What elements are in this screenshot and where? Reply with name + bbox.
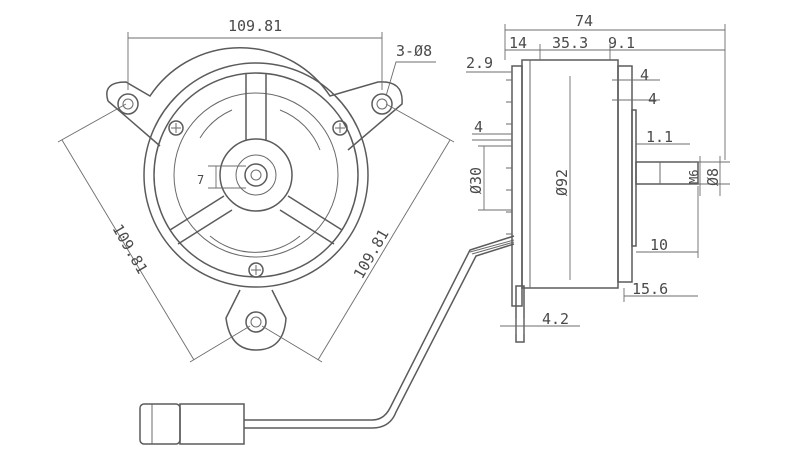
right-span-label: 109.81 (350, 226, 393, 282)
step-c-label: 4 (474, 118, 483, 136)
rear-board (511, 65, 523, 307)
top-span-label: 109.81 (228, 17, 282, 35)
mount-hole-label: 3-Ø8 (396, 42, 432, 60)
mount-hole-left (117, 93, 139, 115)
screw-top-right (332, 120, 348, 136)
housing-rim (153, 72, 359, 278)
len-front-label: 9.1 (608, 34, 635, 52)
hub-outer (219, 138, 293, 212)
spoke-left (169, 195, 233, 245)
left-span-label: 109.81 (109, 221, 152, 277)
terminal-pins (506, 79, 512, 235)
flange-thickness-label: 2.9 (466, 54, 493, 72)
screw-top-left (168, 120, 184, 136)
cable-assembly (139, 235, 515, 445)
output-shaft (635, 161, 699, 185)
pilot-step-label: 1.1 (646, 128, 673, 146)
shaft-face (244, 163, 268, 187)
shaft-thread-label: M6 (687, 170, 701, 184)
mount-hole-right (371, 93, 393, 115)
step-b-label: 4 (648, 90, 657, 108)
left-dim-line (57, 103, 251, 363)
shaft-diameter-label: Ø8 (704, 168, 722, 186)
spoke-right (279, 195, 343, 245)
front-flange (617, 65, 633, 283)
shaft-total-label: 15.6 (632, 280, 668, 298)
len-rear-label: 14 (509, 34, 527, 52)
hub-diameter-label: Ø30 (467, 167, 485, 194)
body-diameter-label: Ø92 (553, 169, 571, 196)
len-body-label: 35.3 (552, 34, 588, 52)
connector-plug (139, 403, 181, 445)
mount-hole-bottom (245, 311, 267, 333)
hub-mid (235, 154, 277, 196)
inner-dim-label: 7 (197, 173, 204, 187)
top-dim-line (127, 32, 383, 90)
connector-body (179, 403, 245, 445)
right-dim-line (261, 103, 455, 363)
step-a-label: 4 (640, 66, 649, 84)
front-view: 7 109.81 3-Ø8 109.81 109.81 (57, 17, 455, 363)
screw-bottom (248, 262, 264, 278)
housing-inner (173, 92, 339, 258)
lead-offset-label: 4.2 (542, 310, 569, 328)
flange-outline (106, 47, 403, 351)
hole-leader (385, 61, 436, 97)
shaft-length-label: 10 (650, 236, 668, 254)
side-view: 74 14 35.3 9.1 2.9 4 4 4 1.1 Ø30 Ø92 M6 … (466, 12, 730, 343)
overall-length-label: 74 (575, 12, 593, 30)
outer-housing (143, 62, 369, 288)
spoke-top (245, 74, 267, 140)
